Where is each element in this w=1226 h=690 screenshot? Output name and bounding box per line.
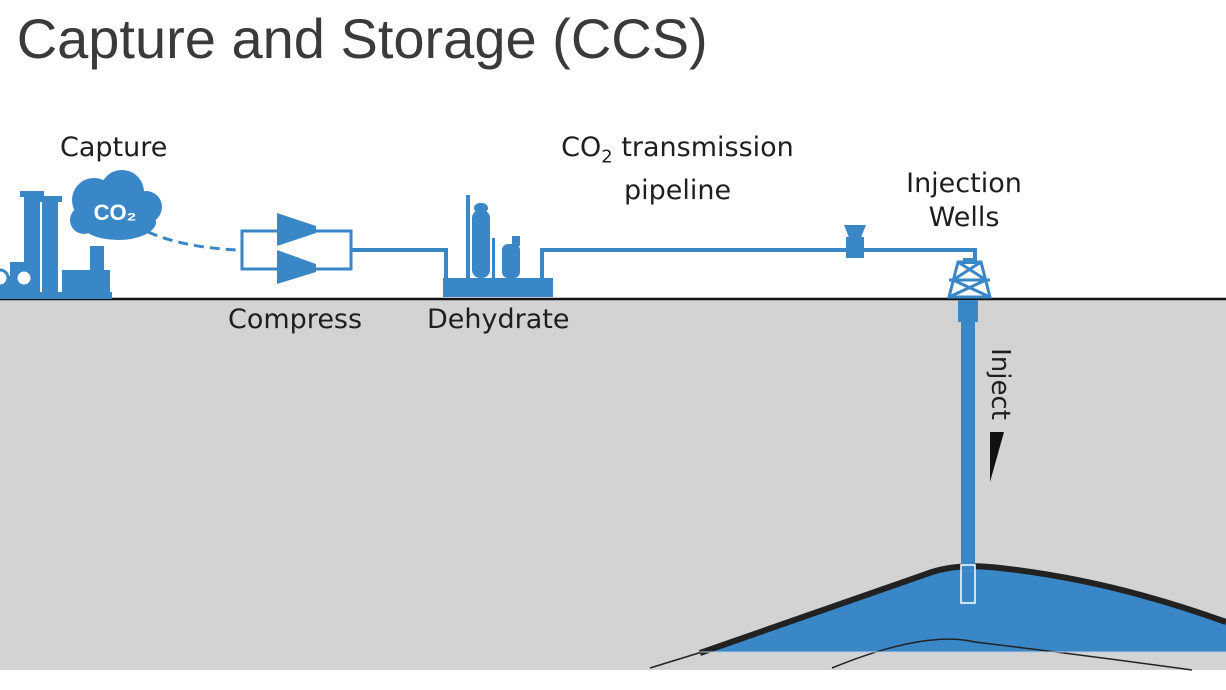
well-casing xyxy=(958,300,978,322)
pipeline-valve-icon xyxy=(844,225,866,258)
compress-label: Compress xyxy=(228,304,363,335)
pipe-dehydrate-pipeline xyxy=(540,248,977,282)
bottom-strip xyxy=(0,670,1226,690)
dehydrate-label: Dehydrate xyxy=(427,304,570,335)
pipeline-co2-prefix: CO xyxy=(561,132,602,163)
well-tower-top xyxy=(963,258,977,264)
pipeline-label-line1: CO2 transmission xyxy=(555,131,800,174)
inject-label: Inject xyxy=(985,348,1015,420)
pipeline-co2-subscript: 2 xyxy=(601,146,613,168)
lower-strata-line xyxy=(831,638,1193,671)
cap-rock xyxy=(699,563,1226,656)
capture-label: Capture xyxy=(60,132,168,163)
dehydrator-icon xyxy=(443,195,553,297)
co2-badge-text: CO₂ xyxy=(94,200,137,225)
co2-cloud-icon xyxy=(70,170,162,240)
well-bore-tip xyxy=(960,564,976,604)
storage-reservoir xyxy=(700,566,1226,652)
injection-label-line2: Wells xyxy=(928,202,1000,233)
reservoir-lower-left xyxy=(649,651,703,669)
pipeline-label: CO2 transmission pipeline xyxy=(555,131,800,208)
injection-wells-label: Injection Wells xyxy=(894,167,1034,235)
pipe-compress-dehydrate xyxy=(351,248,448,282)
capture-dashed-line xyxy=(147,230,241,252)
compressor-icon xyxy=(240,213,353,284)
well-bore xyxy=(961,320,975,602)
pipeline-label-rest: transmission xyxy=(612,132,794,163)
pipeline-label-line2: pipeline xyxy=(623,175,732,207)
well-derrick-icon xyxy=(947,260,992,299)
injection-label-line1: Injection xyxy=(906,168,1022,199)
page-title: n Capture and Storage (CCS) xyxy=(0,7,708,70)
inject-arrow-icon xyxy=(990,432,1004,482)
